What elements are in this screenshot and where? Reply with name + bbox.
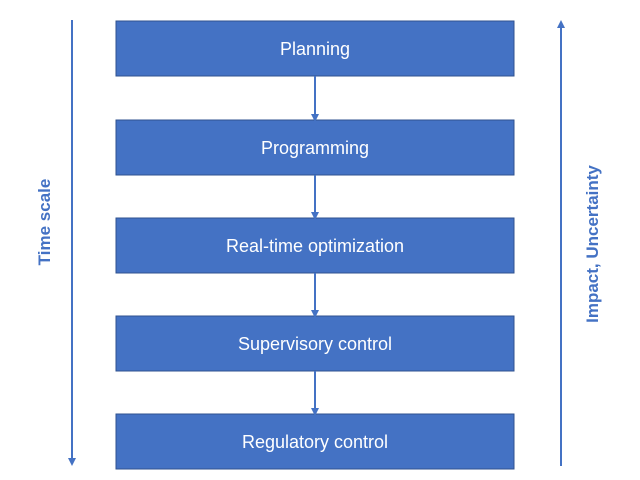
level-box-supervisory-control: Supervisory control xyxy=(115,315,515,372)
level-label-regulatory-control: Regulatory control xyxy=(242,432,388,452)
level-label-real-time-optimization: Real-time optimization xyxy=(226,236,404,256)
impact-uncertainty-label: Impact, Uncertainty xyxy=(583,165,602,323)
time-scale-label: Time scale xyxy=(35,179,54,266)
level-label-programming: Programming xyxy=(261,138,369,158)
level-box-real-time-optimization: Real-time optimization xyxy=(115,217,515,274)
level-label-supervisory-control: Supervisory control xyxy=(238,334,392,354)
level-label-planning: Planning xyxy=(280,39,350,59)
level-box-programming: Programming xyxy=(115,119,515,176)
level-box-regulatory-control: Regulatory control xyxy=(115,413,515,470)
level-box-planning: Planning xyxy=(115,20,515,77)
